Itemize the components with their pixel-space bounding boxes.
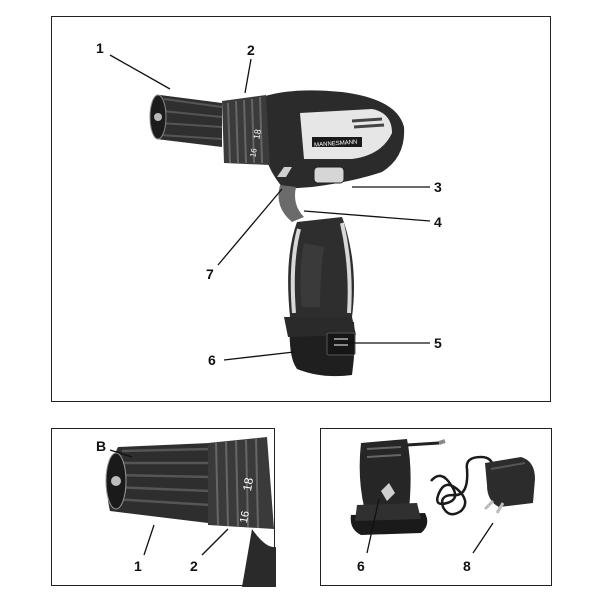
drill-illustration: MANNESMANN 18 16 1 2 xyxy=(96,40,442,377)
main-drill-figure: MANNESMANN 18 16 1 2 xyxy=(51,16,551,402)
chuck-torque-mark-16: 16 xyxy=(238,510,252,524)
callout-3: 3 xyxy=(434,179,442,195)
callout-chuck-1: 1 xyxy=(134,558,142,574)
battery-pack xyxy=(284,317,356,377)
chuck-illustration: 18 16 B 1 2 xyxy=(96,437,276,587)
leader-chuck-2 xyxy=(201,528,229,556)
leader-6 xyxy=(223,351,295,361)
drill-body: MANNESMANN xyxy=(262,90,405,222)
callout-7: 7 xyxy=(206,266,214,282)
callout-charger-8: 8 xyxy=(463,558,471,574)
leader-7 xyxy=(217,188,283,266)
chuck-sleeve xyxy=(105,443,211,523)
callout-4: 4 xyxy=(434,214,442,230)
torque-mark-16: 16 xyxy=(248,147,259,158)
chuck-torque-mark-18: 18 xyxy=(240,476,256,492)
callout-1: 1 xyxy=(96,40,104,56)
charging-cable xyxy=(406,439,495,516)
callout-5: 5 xyxy=(434,335,442,351)
battery-in-charger xyxy=(350,439,428,535)
leader-charger-6 xyxy=(366,498,380,554)
leader-b xyxy=(109,449,133,458)
torque-collar: 18 16 xyxy=(208,437,276,587)
callout-chuck-2: 2 xyxy=(190,558,198,574)
torque-mark-18: 18 xyxy=(251,128,263,140)
drill-chuck: 18 16 xyxy=(149,94,270,165)
power-adapter xyxy=(483,457,535,514)
leader-1 xyxy=(109,54,171,90)
leader-2 xyxy=(244,58,252,94)
callout-charger-6: 6 xyxy=(357,558,365,574)
drill-handle xyxy=(288,217,354,317)
brand-label: MANNESMANN xyxy=(314,140,358,149)
callout-2: 2 xyxy=(247,42,255,58)
callout-b: B xyxy=(96,438,106,454)
charger-illustration: 6 8 xyxy=(350,439,535,574)
leader-charger-8 xyxy=(472,522,494,554)
callout-6: 6 xyxy=(208,352,216,368)
leader-chuck-1 xyxy=(143,524,155,556)
leader-4 xyxy=(303,210,431,222)
charger-detail-figure: 6 8 xyxy=(320,428,552,586)
chuck-detail-figure: 18 16 B 1 2 xyxy=(51,428,276,587)
